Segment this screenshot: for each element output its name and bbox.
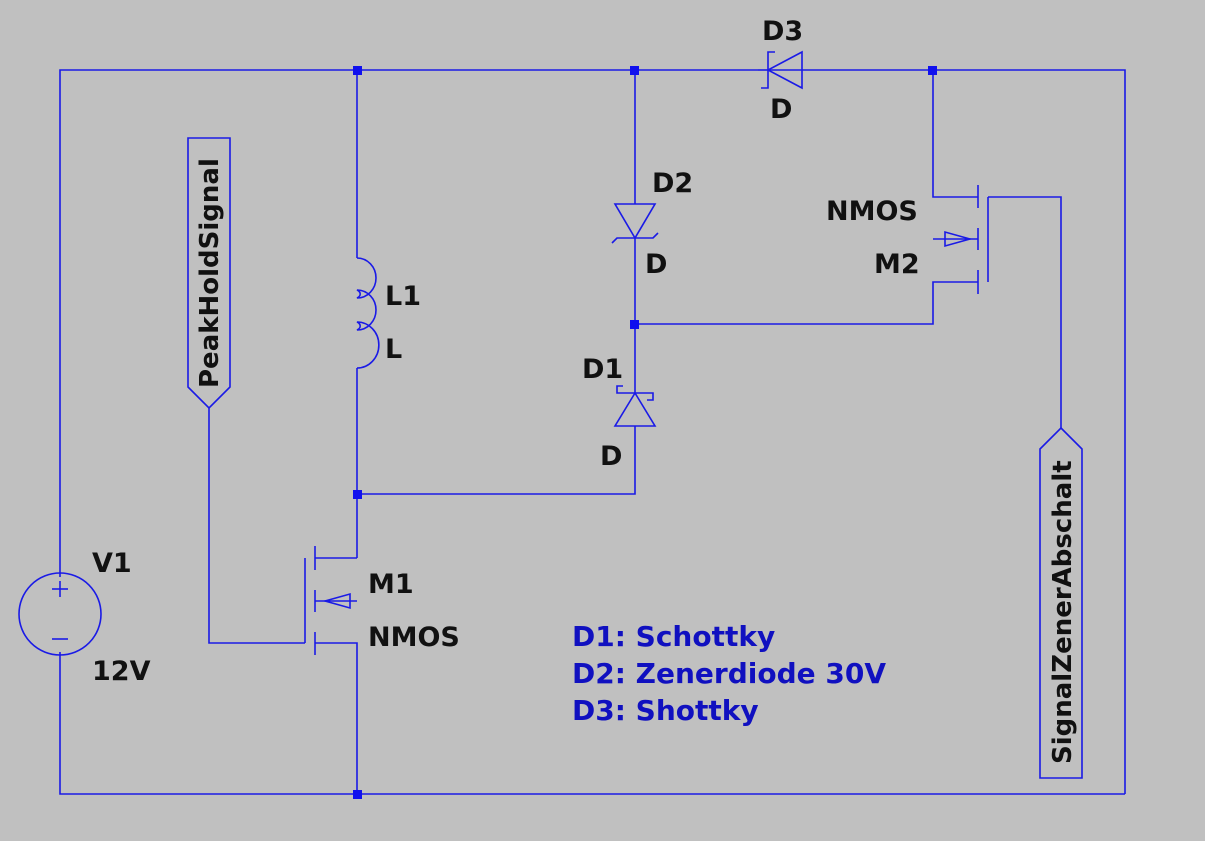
- inductor-coils: [356, 257, 380, 369]
- d1-anode-wire: [357, 426, 636, 495]
- note-line: D2: Zenerdiode 30V: [572, 657, 886, 690]
- d3-name-label: D3: [762, 16, 803, 47]
- l1-name-label: L1: [385, 281, 421, 312]
- junctions: [353, 66, 937, 799]
- v1-name-label: V1: [92, 548, 132, 579]
- zener-diode-d2[interactable]: [611, 203, 659, 244]
- schottky-diode-d1[interactable]: [613, 385, 657, 427]
- body-arrow: [944, 230, 973, 248]
- d1-triangle: [613, 391, 657, 427]
- note-line: D1: Schottky: [572, 620, 775, 653]
- junction-dot: [928, 66, 937, 75]
- junction-dot: [353, 490, 362, 499]
- m1-source-wire: [315, 642, 358, 794]
- diode-d3[interactable]: [758, 50, 803, 90]
- d2-name-label: D2: [652, 168, 693, 199]
- nmos-m1[interactable]: [304, 546, 357, 655]
- m2-model-label: NMOS: [826, 196, 918, 227]
- wires: [59, 69, 1126, 795]
- zener-off-wire: [988, 196, 1062, 428]
- junction-dot: [353, 790, 362, 799]
- d1-name-label: D1: [582, 354, 623, 385]
- notes: D1: Schottky D2: Zenerdiode 30V D3: Shot…: [572, 620, 886, 727]
- voltage-source-v1[interactable]: [18, 572, 102, 656]
- top-rail-wire-right: [802, 69, 1126, 794]
- peak-hold-flag-shape: [187, 137, 231, 410]
- l1-value-label: L: [385, 334, 402, 365]
- note-line: D3: Shottky: [572, 694, 759, 727]
- nmos-m2[interactable]: [933, 185, 989, 294]
- m2-drain-wire: [932, 70, 978, 198]
- top-rail-wire: [59, 69, 758, 577]
- m2-source-wire: [635, 281, 978, 325]
- zener-off-label: SignalZenerAbschalt: [1048, 460, 1078, 764]
- d1-model-label: D: [600, 441, 622, 472]
- source-circle: [18, 572, 102, 656]
- d2-model-label: D: [645, 249, 667, 280]
- d2-triangle: [613, 203, 657, 240]
- junction-dot: [630, 320, 639, 329]
- d1-cathode-bar: [616, 385, 654, 401]
- junction-dot: [630, 66, 639, 75]
- d2-cathode-bar: [611, 232, 659, 244]
- peak-hold-wire: [208, 408, 305, 644]
- d3-cathode-bar: [761, 51, 775, 89]
- d3-model-label: D: [770, 94, 792, 125]
- junction-dot: [353, 66, 362, 75]
- net-flag-peak-hold[interactable]: PeakHoldSignal: [187, 137, 231, 410]
- d3-triangle: [766, 50, 803, 90]
- body-arrow: [322, 592, 351, 610]
- inductor-l1[interactable]: [356, 257, 380, 369]
- bottom-rail-wire: [59, 652, 1125, 795]
- zener-off-flag-shape: [1039, 426, 1083, 779]
- net-flag-zener-off[interactable]: SignalZenerAbschalt: [1039, 426, 1083, 779]
- m2-name-label: M2: [874, 249, 920, 280]
- v1-value-label: 12V: [92, 656, 151, 687]
- m1-model-label: NMOS: [368, 622, 460, 653]
- m1-name-label: M1: [368, 569, 414, 600]
- peak-hold-label: PeakHoldSignal: [195, 158, 225, 388]
